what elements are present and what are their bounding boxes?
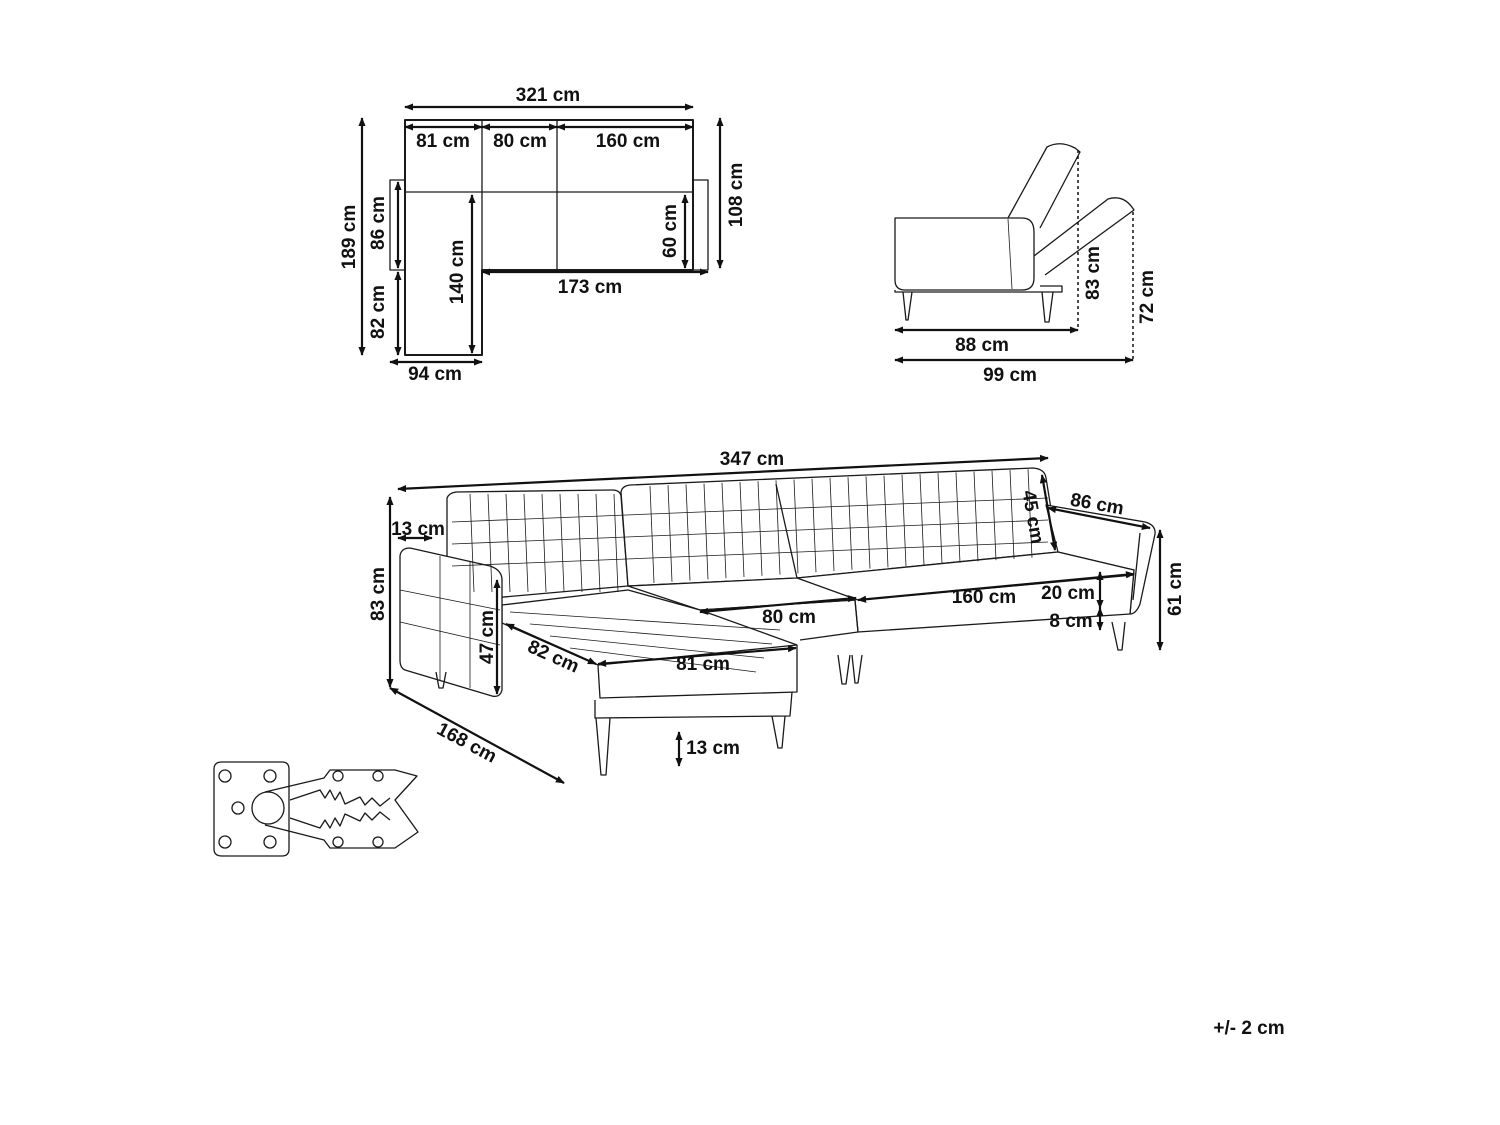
- top-overall-width-label: 321 cm: [516, 85, 580, 106]
- top-chaise-length-label: 140 cm: [447, 240, 468, 304]
- side-view-outline: [894, 143, 1135, 323]
- perspective-view-diagram: 347 cm 13 cm 45 cm 86 cm 83 cm 47 cm 82 …: [368, 449, 1186, 784]
- side-back-height-label: 72 cm: [1137, 270, 1158, 324]
- side-overall-depth-label: 99 cm: [983, 365, 1037, 386]
- tolerance-note: +/- 2 cm: [1213, 1018, 1284, 1039]
- persp-cushion-height-label: 20 cm: [1041, 583, 1095, 604]
- top-section-right-label: 160 cm: [596, 131, 660, 152]
- top-arm-depth-label: 86 cm: [368, 196, 389, 250]
- top-seat-depth-label: 60 cm: [660, 204, 681, 258]
- persp-leg-height-label: 13 cm: [686, 738, 740, 759]
- top-back-depth-label: 108 cm: [726, 163, 747, 227]
- persp-arm-width-label: 13 cm: [391, 519, 445, 540]
- top-section-left-label: 81 cm: [416, 131, 470, 152]
- top-overall-depth-label: 189 cm: [339, 205, 360, 269]
- persp-overall-depth-label: 168 cm: [433, 719, 500, 768]
- side-view-diagram: 88 cm 99 cm 83 cm 72 cm: [894, 143, 1158, 386]
- persp-mid-section-label: 80 cm: [762, 607, 816, 628]
- persp-seat-height-label: 61 cm: [1165, 562, 1186, 616]
- side-reclined-height-label: 83 cm: [1083, 246, 1104, 300]
- top-view-diagram: 321 cm 81 cm 80 cm 160 cm 189 cm 86 cm 8…: [339, 85, 747, 385]
- persp-overall-length-label: 347 cm: [720, 449, 784, 470]
- top-chaise-width-label: 94 cm: [408, 364, 462, 385]
- side-bed-depth-label: 88 cm: [955, 335, 1009, 356]
- persp-chaise-front-label: 81 cm: [676, 654, 730, 675]
- top-front-width-label: 173 cm: [558, 277, 622, 298]
- persp-overall-height-label: 83 cm: [368, 567, 389, 621]
- hinge-mechanism-illustration: [213, 761, 419, 857]
- persp-arm-height-label: 47 cm: [477, 610, 498, 664]
- top-section-mid-label: 80 cm: [493, 131, 547, 152]
- persp-main-section-label: 160 cm: [952, 587, 1016, 608]
- top-chaise-extension-label: 82 cm: [368, 285, 389, 339]
- persp-base-height-label: 8 cm: [1049, 611, 1092, 632]
